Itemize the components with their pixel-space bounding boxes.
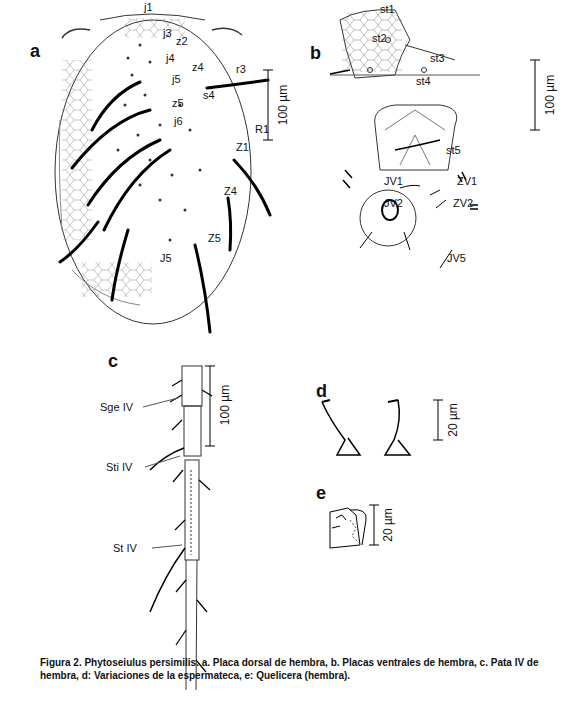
seta-label: s4 [203, 90, 215, 101]
panel-letter: c [108, 352, 118, 370]
panel-letter: e [316, 484, 326, 502]
scale-bar-label: 100 µm [544, 75, 556, 115]
seta-label: R1 [255, 124, 269, 135]
seta-label: J5 [160, 253, 172, 264]
seta-label: Z1 [236, 142, 249, 153]
seta-label: st1 [380, 4, 395, 15]
seta-label: j4 [166, 53, 175, 64]
seta-label: ZV2 [453, 198, 473, 209]
seta-label: j1 [144, 2, 153, 13]
seta-label: j5 [172, 74, 181, 85]
seta-label: Sti IV [106, 462, 132, 473]
scale-bar-label: 20 µm [447, 403, 459, 437]
seta-label: Z4 [224, 186, 237, 197]
seta-label: st2 [372, 33, 387, 44]
panel-letter: a [30, 42, 40, 60]
seta-label: JV2 [384, 198, 403, 209]
seta-label: JV5 [447, 253, 466, 264]
panel-letter: b [310, 44, 321, 62]
seta-label: ZV1 [457, 176, 477, 187]
seta-label: j6 [174, 116, 183, 127]
seta-label: z4 [192, 62, 204, 73]
seta-label: St IV [113, 543, 137, 554]
scale-bar-label: 100 µm [219, 385, 231, 425]
seta-label: st5 [446, 145, 461, 156]
seta-label: r3 [236, 64, 246, 75]
seta-label: st4 [416, 76, 431, 87]
panel-letter: d [316, 382, 327, 400]
scale-bar-label: 20 µm [382, 508, 394, 542]
seta-label: Z5 [208, 233, 221, 244]
seta-label: j3 [163, 28, 172, 39]
figure-caption: Figura 2. Phytoseiulus persimilis. a. Pl… [40, 656, 540, 682]
seta-label: st3 [430, 53, 445, 64]
scale-bar-label: 100 µm [277, 85, 289, 125]
seta-label: Sge IV [100, 402, 133, 413]
seta-label: z5 [172, 98, 184, 109]
seta-label: z2 [176, 36, 188, 47]
seta-label: JV1 [384, 176, 403, 187]
